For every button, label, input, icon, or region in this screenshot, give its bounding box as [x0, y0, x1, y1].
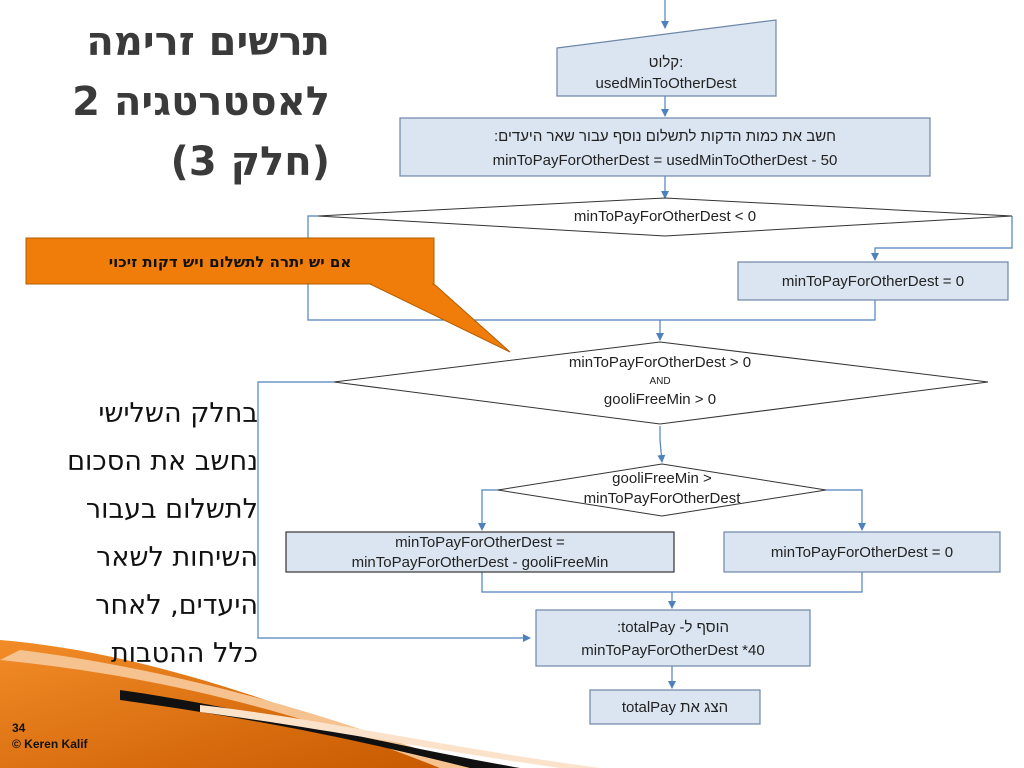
callout-text: אם יש יתרה לתשלום ויש דקות זיכוי — [109, 253, 352, 271]
decision-2-line-1: minToPayForOtherDest > 0 — [569, 354, 751, 371]
decision-3: gooliFreeMin > minToPayForOtherDest — [497, 463, 827, 517]
decision-3-line-1: gooliFreeMin > — [612, 470, 712, 487]
assign-zero-box-2: minToPayForOtherDest = 0 — [723, 531, 1001, 573]
connector-decision3-no — [826, 489, 866, 531]
slide-title: תרשים זרימה לאסטרטגיה 2 (חלק 3) — [0, 12, 330, 192]
input-box-line-2: usedMinToOtherDest — [596, 75, 738, 92]
assign-zero-box: minToPayForOtherDest = 0 — [737, 261, 1009, 301]
decision-1-text: minToPayForOtherDest < 0 — [574, 208, 756, 225]
connector-subtract-merge — [481, 572, 672, 593]
title-line-1: תרשים זרימה — [86, 19, 330, 65]
connector-decision3-yes — [478, 489, 500, 531]
copyright: © Keren Kalif — [12, 737, 88, 751]
connector-merge1 — [656, 300, 876, 341]
title-line-3: (חלק 3) — [170, 139, 330, 185]
subtract-box-line-2: minToPayForOtherDest - gooliFreeMin — [352, 554, 609, 571]
decision-1: minToPayForOtherDest < 0 — [317, 197, 1013, 237]
decision-2: minToPayForOtherDest > 0 AND gooliFreeMi… — [333, 341, 989, 425]
side-description: בחלק השלישי נחשב את הסכום לתשלום בעבור ה… — [0, 390, 258, 678]
side-text-line-2: נחשב את הסכום — [67, 446, 258, 477]
decision-2-line-2: AND — [649, 376, 670, 387]
subtract-box: minToPayForOtherDest = minToPayForOtherD… — [285, 531, 675, 573]
assign-zero-2-text: minToPayForOtherDest = 0 — [771, 544, 953, 561]
side-text-line-3: לתשלום בעבור — [85, 494, 258, 525]
calc-box-line-2: minToPayForOtherDest = usedMinToOtherDes… — [493, 152, 838, 169]
calc-box-line-1: חשב את כמות הדקות לתשלום נוסף עבור שאר ה… — [494, 128, 836, 145]
connectors — [257, 0, 1013, 689]
connector-decision2-yes — [657, 426, 666, 463]
callout: אם יש יתרה לתשלום ויש דקות זיכוי — [25, 237, 511, 353]
output-box: הצג את totalPay — [589, 689, 761, 725]
page-number: 34 — [12, 721, 26, 735]
subtract-box-line-1: minToPayForOtherDest = — [395, 534, 565, 551]
calc-box: חשב את כמות הדקות לתשלום נוסף עבור שאר ה… — [399, 117, 931, 177]
add-total-line-2: minToPayForOtherDest *40 — [581, 642, 764, 659]
assign-zero-text: minToPayForOtherDest = 0 — [782, 273, 964, 290]
connector-merge2 — [668, 572, 863, 609]
connector-decision1-yes — [871, 216, 1013, 261]
side-text-line-6: כלל ההטבות — [110, 638, 258, 669]
title-line-2: לאסטרטגיה 2 — [72, 79, 330, 125]
footer: 34 © Keren Kalif — [12, 720, 88, 752]
decision-3-line-2: minToPayForOtherDest — [584, 490, 742, 507]
connector-decision2-no — [257, 381, 531, 642]
add-total-box: הוסף ל- totalPay: minToPayForOtherDest *… — [535, 609, 811, 667]
side-text-line-5: היעדים, לאחר — [95, 590, 258, 621]
input-box-line-1: :קלוט — [649, 54, 684, 71]
input-box: :קלוט usedMinToOtherDest — [556, 19, 777, 97]
decision-2-line-3: gooliFreeMin > 0 — [604, 391, 716, 408]
output-box-text: הצג את totalPay — [622, 699, 728, 716]
add-total-line-1: הוסף ל- totalPay: — [617, 619, 729, 636]
side-text-line-1: בחלק השלישי — [98, 398, 258, 429]
side-text-line-4: השיחות לשאר — [96, 542, 258, 573]
